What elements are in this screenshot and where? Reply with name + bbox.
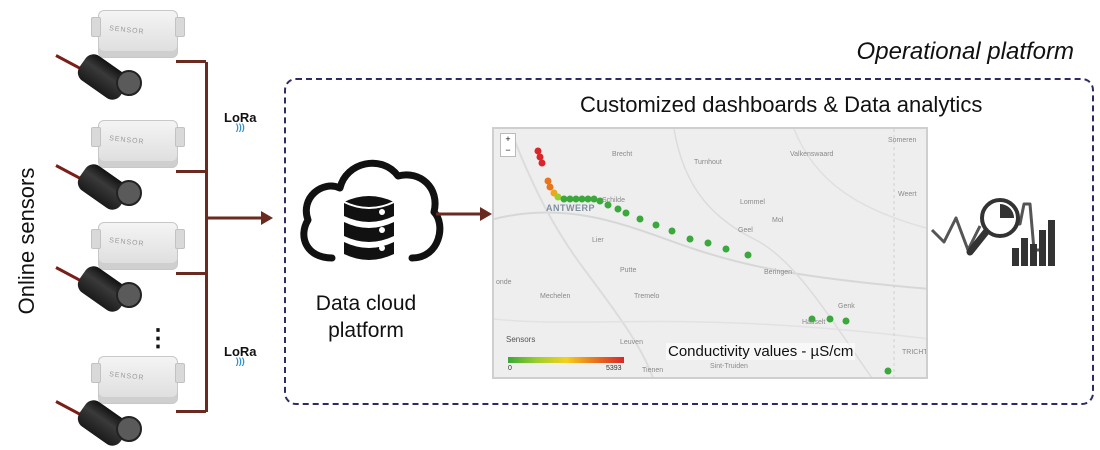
place-label: Genk [838, 303, 855, 310]
sensor-dot[interactable] [636, 215, 644, 223]
sensor-dot[interactable] [704, 239, 712, 247]
sensor-dot[interactable] [536, 153, 544, 161]
place-label: TRICHT [902, 349, 928, 356]
cloud-database-icon [300, 159, 444, 262]
place-label: Valkenswaard [790, 151, 834, 158]
sensor-device-2: SENSOR [55, 120, 206, 214]
map-background [494, 129, 926, 377]
place-label: Brecht [612, 151, 633, 158]
sensor-enclosure: SENSOR [91, 356, 185, 404]
place-label: Lier [592, 237, 604, 244]
sensor-dot[interactable] [566, 195, 574, 203]
sensor-dot[interactable] [808, 315, 816, 323]
sensor-map-dashboard[interactable]: + − Brecht Turnhout Valkenswaard Someren… [492, 127, 928, 379]
sensor-dot[interactable] [622, 209, 630, 217]
lora-label: LoRa [224, 344, 257, 359]
place-label: Sint-Truiden [710, 363, 748, 370]
more-sensors-ellipsis: ⋮ [146, 325, 170, 352]
place-label: Hasselt [802, 319, 826, 326]
legend-max: 5393 [606, 365, 622, 372]
sensor-device-4: SENSOR [55, 356, 206, 450]
legend-min: 0 [508, 365, 512, 372]
sensor-enclosure: SENSOR [91, 10, 185, 58]
sensor-dot[interactable] [652, 221, 660, 229]
sensor-device-1: SENSOR [55, 10, 206, 104]
sensor-dots [534, 147, 892, 375]
place-label: Leuven [620, 339, 643, 346]
arrow-cloud-to-dashboard [436, 207, 492, 221]
lora-logo-bottom: LoRa ))) [224, 344, 257, 366]
sensor-dot[interactable] [604, 201, 612, 209]
place-label: Tremelo [634, 293, 660, 300]
cloud-label-line1: Data cloud [315, 292, 417, 315]
sensor-enclosure: SENSOR [91, 222, 185, 270]
place-label: Lommel [740, 199, 765, 206]
lora-label: LoRa [224, 110, 257, 125]
place-label: onde [496, 279, 512, 286]
sensor-dot[interactable] [546, 183, 554, 191]
legend-color-scale [508, 357, 624, 363]
online-sensors-label: Online sensors [14, 167, 39, 315]
sensor-dot[interactable] [842, 317, 850, 325]
sensor-dot[interactable] [614, 205, 622, 213]
arrow-sensors-to-cloud [205, 211, 273, 225]
place-label: Someren [888, 137, 917, 144]
legend-title: Sensors [506, 335, 536, 344]
operational-platform-frame [284, 78, 1094, 405]
place-label: Mechelen [540, 293, 571, 300]
sensor-dot[interactable] [668, 227, 676, 235]
place-label: Putte [620, 267, 637, 274]
cloud-platform-label: Data cloud platform [296, 290, 436, 344]
sensor-dot[interactable] [686, 235, 694, 243]
sensor-dot[interactable] [544, 177, 552, 185]
sensor-dot[interactable] [590, 195, 598, 203]
sensor-dot[interactable] [826, 315, 834, 323]
sensor-enclosure: SENSOR [91, 120, 185, 168]
sensor-device-3: SENSOR [55, 222, 206, 316]
place-label: Turnhout [694, 159, 722, 166]
data-analytics-icon [930, 198, 1055, 266]
place-label: Mol [772, 217, 784, 224]
sensor-dot[interactable] [554, 193, 562, 201]
sensor-dot[interactable] [538, 159, 546, 167]
place-label: Geel [738, 227, 753, 234]
zoom-in-button[interactable]: + [505, 134, 511, 144]
sensor-dot[interactable] [744, 251, 752, 259]
sensor-dot[interactable] [560, 195, 568, 203]
place-label: Beringen [764, 269, 793, 276]
place-label: Weert [898, 191, 917, 198]
lora-logo-top: LoRa ))) [224, 110, 257, 132]
operational-platform-title: Operational platform [856, 38, 1074, 65]
sensor-dot[interactable] [584, 195, 592, 203]
conductivity-caption: Conductivity values - µS/cm [666, 343, 856, 360]
sensor-dot[interactable] [572, 195, 580, 203]
sensor-dot[interactable] [578, 195, 586, 203]
cloud-label-line2: platform [328, 319, 404, 342]
sensor-dot[interactable] [722, 245, 730, 253]
sensor-dot[interactable] [534, 147, 542, 155]
dashboard-title: Customized dashboards & Data analytics [580, 92, 983, 117]
place-label: Tienen [642, 367, 664, 374]
sensor-bus-vertical [205, 62, 208, 412]
sensor-dot[interactable] [596, 197, 604, 205]
sensor-dot[interactable] [884, 367, 892, 375]
place-label: Schilde [602, 197, 625, 204]
zoom-out-button[interactable]: − [505, 145, 511, 155]
place-label: ANTWERP [546, 203, 595, 213]
map-zoom-control[interactable]: + − [500, 133, 516, 157]
